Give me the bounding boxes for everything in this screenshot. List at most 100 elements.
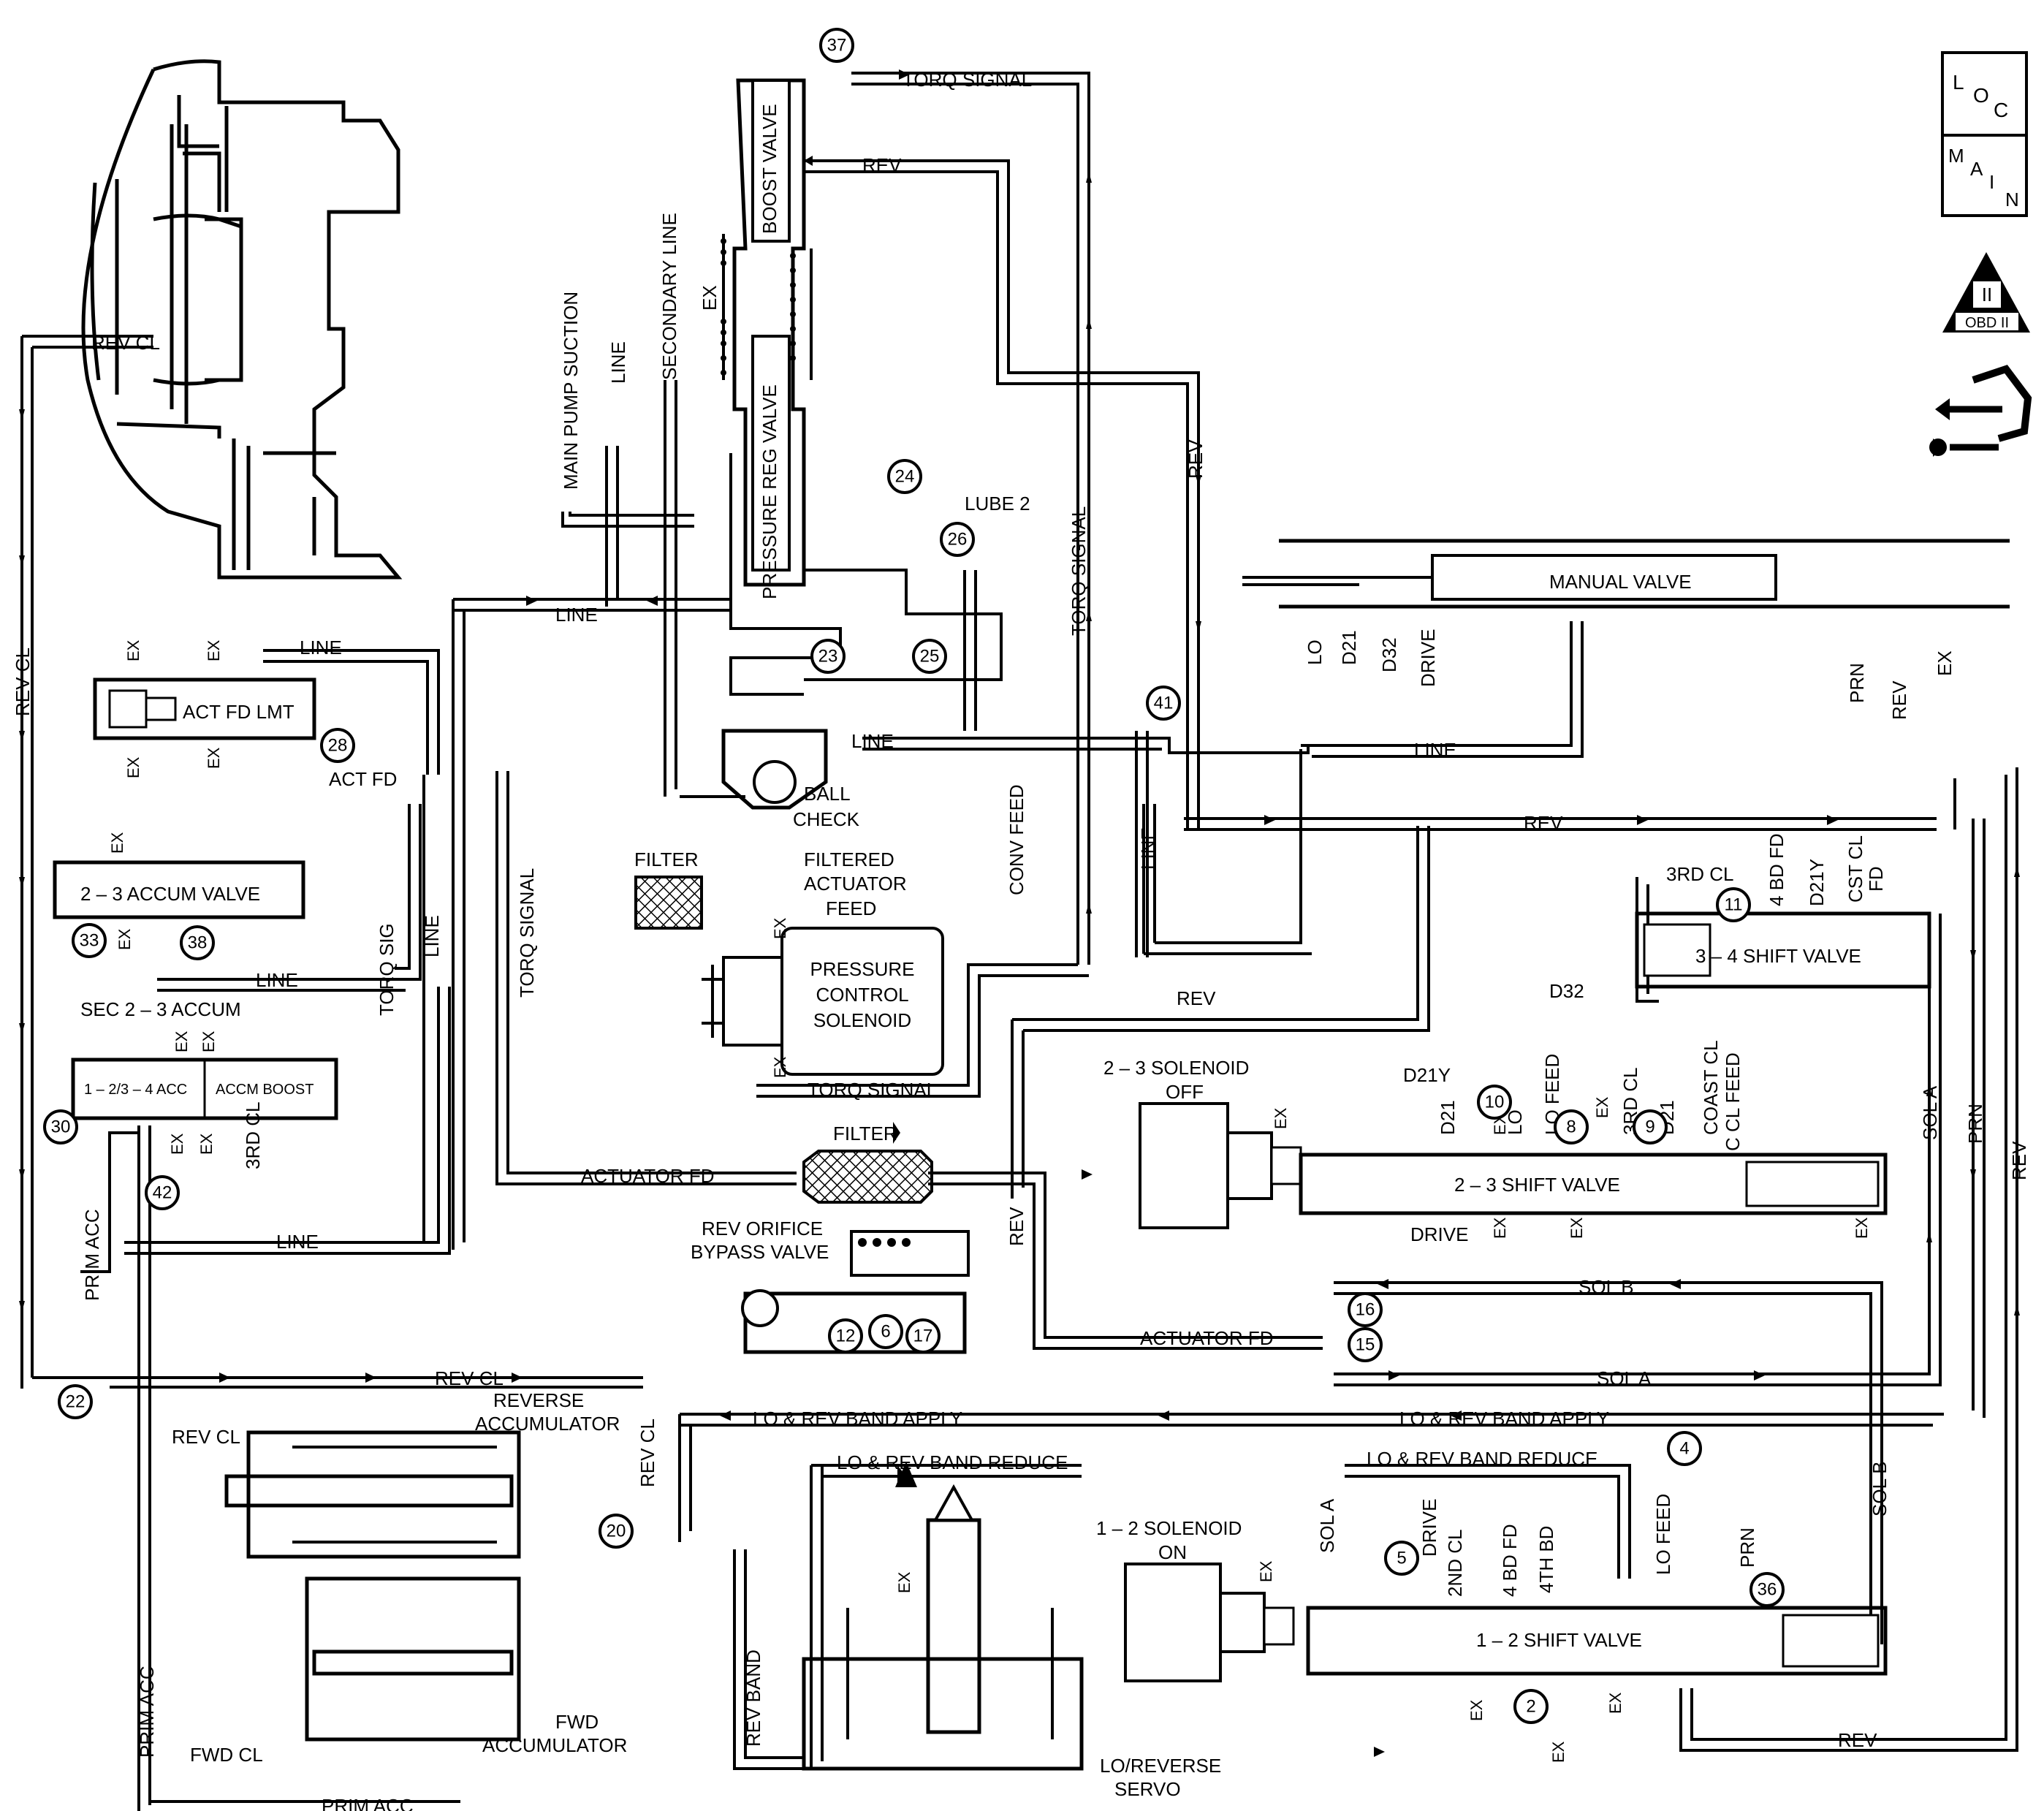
secondary-line-label: SECONDARY LINE [658,213,680,380]
hydraulic-passages [20,72,2018,1811]
ex-label: EX [1467,1699,1486,1721]
d21-label: D21 [1338,630,1360,665]
line-label: LINE [607,341,629,384]
shift-23-label: 2 – 3 SHIFT VALVE [1454,1174,1620,1196]
checkball-30: 30 [43,1109,78,1144]
shift-12-valve [1306,1606,1888,1676]
loc-icon-letter: C [1994,99,2008,121]
checkball-number: 24 [895,467,915,487]
acc-1234-label: 1 – 2/3 – 4 ACC [84,1082,187,1098]
filtered-actuator-label: ACTUATOR [804,873,907,895]
checkball-number: 9 [1645,1117,1654,1137]
torq-signal-label: TORQ SIGNAL [903,69,1032,91]
lo-label: LO [1504,1109,1526,1135]
pressure-control-solenoid [702,927,944,1076]
accum-23-label: 2 – 3 ACCUM VALVE [80,883,260,905]
fwd-accumulator-label: ACCUMULATOR [482,1734,627,1756]
fwd-cl-label: FWD CL [190,1744,263,1766]
rev-label: REV [1006,1207,1027,1246]
ex-label: EX [205,747,223,769]
checkball-41: 41 [1146,686,1181,721]
ex-label: EX [699,285,721,311]
exhaust-markers: EX EX EX EX EX EX EX EX EX EX EX EX EX E… [108,639,1871,1763]
checkball-number: 36 [1758,1580,1777,1600]
rev-cl-label: REV CL [435,1367,504,1389]
ex-label: EX [1272,1107,1290,1129]
prn-label: PRN [1964,1104,1986,1144]
checkball-number: 16 [1356,1300,1375,1320]
ex-label: EX [1593,1096,1611,1118]
reverse-accumulator [224,1430,521,1559]
line-label: LINE [1414,739,1456,761]
checkball-number: 22 [66,1392,86,1412]
accm-boost-label: ACCM BOOST [216,1082,314,1098]
ex-label: EX [205,639,223,661]
ex-label: EX [197,1133,216,1155]
solenoid-23-label: OFF [1166,1081,1204,1103]
checkball-2: 2 [1513,1689,1549,1724]
fwd-accumulator-label: FWD [555,1711,599,1733]
main-icon-letter: M [1948,145,1964,167]
fourth-bd-fd-label: 4 BD FD [1499,1524,1521,1597]
servo-label: SERVO [1114,1778,1181,1800]
lo-rev-band-reduce-label: LO & REV BAND REDUCE [1367,1448,1597,1470]
checkball-8: 8 [1554,1109,1589,1144]
ex-label: EX [1549,1741,1568,1763]
main-icon-letter: I [1989,171,1994,193]
ex-label: EX [1934,650,1956,676]
checkball-number: 15 [1356,1335,1375,1355]
solenoid-12-label: ON [1158,1541,1187,1563]
checkball-number: 37 [827,36,847,56]
ex-label: EX [771,917,789,939]
checkball-number: 38 [188,933,208,953]
ex-label: EX [115,928,134,950]
ex-label: EX [200,1030,218,1052]
loc-icon[interactable]: L O C [1941,51,2028,138]
checkball-20: 20 [599,1514,634,1549]
solenoid-12-label: 1 – 2 SOLENOID [1096,1517,1242,1539]
ex-label: EX [168,1133,186,1155]
prn-label: PRN [1736,1527,1758,1568]
cst-cl-fd-label: CST CL [1844,835,1866,903]
filtered-actuator-label: FEED [826,897,876,919]
d32-label: D32 [1378,637,1400,672]
conv-feed-label: CONV FEED [1006,784,1027,895]
pcs-label: CONTROL [816,984,908,1006]
ex-label: EX [771,1056,789,1078]
ex-label: EX [1606,1692,1625,1714]
ex-label: EX [1491,1217,1509,1239]
rev-cl-label: REV CL [637,1419,658,1487]
checkball-number: 10 [1485,1093,1505,1112]
checkball-12: 12 [828,1318,863,1353]
main-icon-letter: N [2005,189,2019,210]
checkball-38: 38 [180,925,215,960]
lo-feed-label: LO FEED [1652,1494,1674,1575]
obd-ii-icon[interactable]: II OBD II [1942,252,2030,333]
reverse-accumulator-label: ACCUMULATOR [475,1413,620,1435]
ex-label: EX [1568,1217,1586,1239]
flow-arrows [19,69,2020,1757]
checkball-28: 28 [320,728,355,763]
checkball-number: 2 [1526,1697,1535,1717]
obd-label: OBD II [1965,315,2009,331]
rev-cl-label: REV CL [91,332,160,354]
checkball-25: 25 [912,639,947,674]
checkball-9: 9 [1633,1109,1668,1144]
manual-valve [1242,539,2010,609]
sol-b-label: SOL B [1578,1276,1634,1298]
vertical-labels: REV CL MAIN PUMP SUCTION LINE SECONDARY … [12,213,2030,1758]
circuit-labels: TORQ SIGNAL REV REV CL LINE LINE LUBE 2 … [80,69,1877,1811]
d32-label: D32 [1549,980,1584,1002]
checkball-number: 42 [153,1183,172,1203]
checkball-6: 6 [868,1314,903,1349]
prim-acc-label: PRIM ACC [322,1795,414,1811]
checkball-number: 8 [1566,1117,1576,1137]
checkball-24: 24 [887,459,922,494]
checkball-4: 4 [1667,1431,1702,1466]
wrench-arrows-icon[interactable] [1929,365,2032,457]
rev-orifice-label: BYPASS VALVE [691,1241,829,1263]
line-label: LINE [1137,827,1159,870]
fourth-bd-fd-label: 4 BD FD [1766,833,1787,906]
main-icon[interactable]: M A I N [1941,134,2028,217]
